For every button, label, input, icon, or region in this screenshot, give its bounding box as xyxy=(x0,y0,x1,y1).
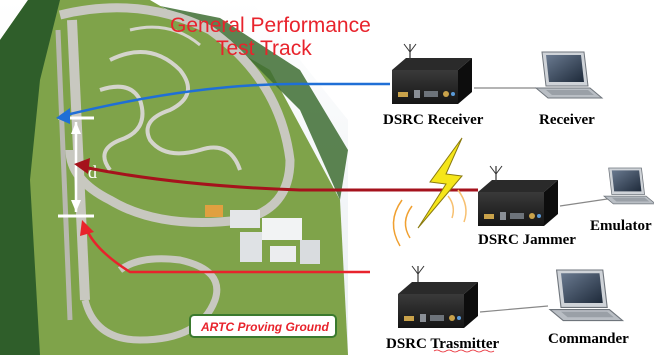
jammer-arrow xyxy=(74,158,478,192)
antenna-icon xyxy=(411,265,425,283)
distance-marker: d xyxy=(58,116,97,218)
commander-laptop-label: Commander xyxy=(548,331,629,347)
facility-buildings xyxy=(205,205,320,264)
lightning-bolt-icon xyxy=(417,137,463,229)
receiver-laptop-icon xyxy=(535,51,603,99)
antenna-icon xyxy=(489,165,503,183)
artc-badge: ARTC Proving Ground xyxy=(189,314,337,338)
dsrc-jammer-device xyxy=(478,165,558,226)
dsrc-transmitter-device xyxy=(398,265,478,328)
dsrc-receiver-label: DSRC Receiver xyxy=(383,112,484,128)
track-title: General Performance Test Track xyxy=(170,14,371,60)
aerial-track-photo xyxy=(0,0,348,355)
commander-laptop-icon xyxy=(549,269,624,322)
antenna-icon xyxy=(403,43,417,61)
transmitter-cable xyxy=(479,305,549,313)
dsrc-radio-box-icon xyxy=(398,282,478,328)
artc-badge-label: ARTC Proving Ground xyxy=(200,320,329,334)
emulator-laptop-icon xyxy=(603,167,654,205)
track-title-line1: General Performance xyxy=(170,14,371,37)
distance-label: d xyxy=(88,162,97,182)
receiver-laptop-label: Receiver xyxy=(539,112,595,128)
dsrc-jammer-label: DSRC Jammer xyxy=(478,232,576,248)
track-title-line2: Test Track xyxy=(216,37,312,60)
dsrc-transmitter-label: DSRC Trasmitter xyxy=(386,336,500,352)
dsrc-radio-box-icon xyxy=(392,58,472,104)
jammer-cable xyxy=(559,197,615,207)
dsrc-radio-box-icon xyxy=(478,180,558,226)
receiver-arrow xyxy=(56,82,390,124)
signal-arcs xyxy=(392,189,467,247)
spellcheck-underline xyxy=(433,349,495,353)
dsrc-receiver-device xyxy=(392,43,472,104)
transmitter-arrow xyxy=(80,220,370,274)
emulator-laptop-label: Emulator xyxy=(590,218,652,234)
